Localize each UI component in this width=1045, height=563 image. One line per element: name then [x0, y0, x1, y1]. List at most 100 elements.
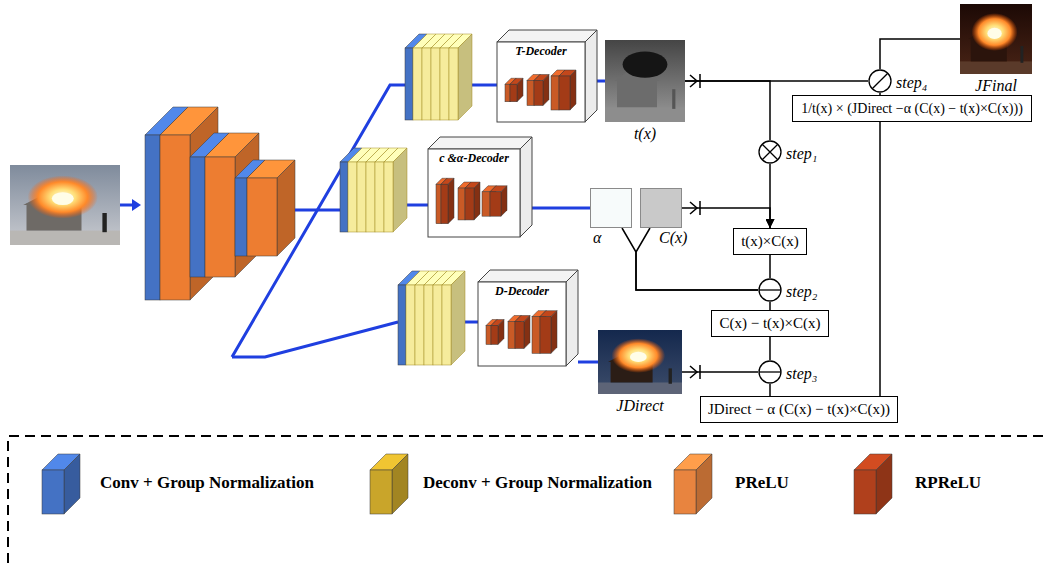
layer-front-face: [486, 326, 491, 345]
photo: [605, 40, 685, 122]
layer-front-face: [422, 48, 431, 120]
layer-front-face: [190, 157, 205, 277]
cube-front: [478, 282, 566, 366]
layer-side-face: [451, 271, 465, 365]
branch-wire: [232, 322, 398, 357]
formula-box: 1/t(x) × (JDirect −α (C(x) − t(x)×C(x))): [792, 95, 1032, 122]
encoder: [145, 107, 295, 300]
decoder-title: c &α-Decoder: [428, 151, 520, 166]
operation-symbol: [758, 278, 782, 302]
photo-dark-region: [623, 51, 668, 77]
deconv-stack: [398, 271, 465, 365]
legend-swatch: [672, 452, 716, 516]
output-image: t(x): [605, 40, 685, 122]
layer-front-face: [440, 48, 449, 120]
legend-swatch: [40, 452, 84, 516]
photo-person: [102, 213, 106, 232]
layer-front-face: [406, 285, 415, 365]
formula-box: JDirect − α (C(x) − t(x)×C(x)): [700, 396, 898, 423]
layer-front-face: [424, 285, 433, 365]
branch-wire: [472, 84, 497, 87]
layer-front-face: [458, 188, 465, 220]
operation-circle: step₄: [868, 69, 892, 93]
operation-mark: [759, 289, 781, 290]
cube-side: [566, 270, 578, 366]
photo-person: [1020, 46, 1023, 63]
layer-front-face: [340, 162, 348, 232]
formula-text: t(x)×C(x): [741, 233, 799, 249]
decoder-block: c &α-Decoder: [428, 137, 532, 237]
layer-front-face: [433, 285, 442, 365]
layer-front-face: [398, 285, 406, 365]
cube-front: [497, 42, 585, 122]
photo-fire: [611, 338, 665, 373]
layer-front-face: [145, 135, 160, 300]
connector: [685, 81, 770, 140]
layer-front-face: [348, 162, 357, 232]
photo-fire: [28, 175, 98, 218]
photo: [960, 4, 1032, 74]
layer-front-face: [415, 285, 424, 365]
decoder-title: D-Decoder: [478, 284, 566, 299]
operation-circle: step₃: [758, 360, 782, 384]
layer-front-face: [375, 162, 384, 232]
layer-front-face: [247, 178, 277, 256]
layer-front-face: [405, 48, 413, 120]
layer-side-face: [570, 70, 576, 110]
photo-floor: [10, 231, 120, 245]
formula-text: C(x) − t(x)×C(x): [719, 315, 820, 331]
layer-front-face: [515, 322, 524, 349]
layer-front-face: [508, 322, 515, 349]
input-arrow-shaft: [120, 204, 133, 207]
legend-text: RPReLU: [915, 473, 981, 493]
cube-top: [478, 270, 578, 282]
input-arrow-head: [132, 199, 141, 211]
step-label: step₄: [896, 74, 927, 92]
connector: [880, 39, 960, 69]
step-label: step₃: [786, 365, 817, 383]
branch-wire: [407, 204, 428, 207]
operation-ring: [869, 70, 891, 92]
layer-front-face: [384, 162, 393, 232]
image-label: JFinal: [975, 77, 1017, 95]
image-label: t(x): [634, 125, 656, 143]
connector: [682, 371, 758, 373]
photo-ground: [598, 330, 682, 394]
layer-front-face: [235, 178, 247, 256]
layer-front-face: [505, 84, 510, 102]
layer-front-face: [540, 317, 551, 354]
input-image: [10, 165, 120, 245]
layer-front-face: [436, 184, 441, 223]
step-label: step₁: [786, 145, 817, 163]
photo-fire: [972, 13, 1018, 51]
layer-side-face: [441, 178, 447, 223]
operation-symbol: [758, 360, 782, 384]
layer-side-face: [517, 78, 523, 102]
layer-front-face: [854, 470, 876, 514]
cube-side: [585, 30, 597, 122]
formula-box: t(x)×C(x): [733, 228, 807, 255]
operation-symbol: [868, 69, 892, 93]
connector: [879, 93, 881, 396]
layer-side-face: [876, 454, 892, 514]
layer-front-face: [441, 184, 448, 223]
formula-text: 1/t(x) × (JDirect −α (C(x) − t(x)×C(x))): [801, 101, 1023, 116]
operation-mark: [872, 73, 888, 89]
legend-text: PReLU: [735, 473, 789, 493]
operation-circle: step₁: [758, 140, 782, 164]
layer-front-face: [357, 162, 366, 232]
layer-front-face: [160, 135, 190, 300]
layer-side-face: [64, 454, 80, 514]
layer-side-face: [696, 454, 712, 514]
layer-side-face: [543, 75, 549, 106]
parameter-box: α: [590, 188, 632, 228]
photo-ground: [10, 165, 120, 245]
photo: [598, 330, 682, 394]
cube-front: [428, 149, 520, 237]
layer-front-face: [527, 81, 534, 106]
photo-floor: [598, 382, 682, 394]
operation-ring: [759, 141, 781, 163]
connector: [682, 208, 770, 228]
decoder-block: D-Decoder: [478, 270, 578, 366]
